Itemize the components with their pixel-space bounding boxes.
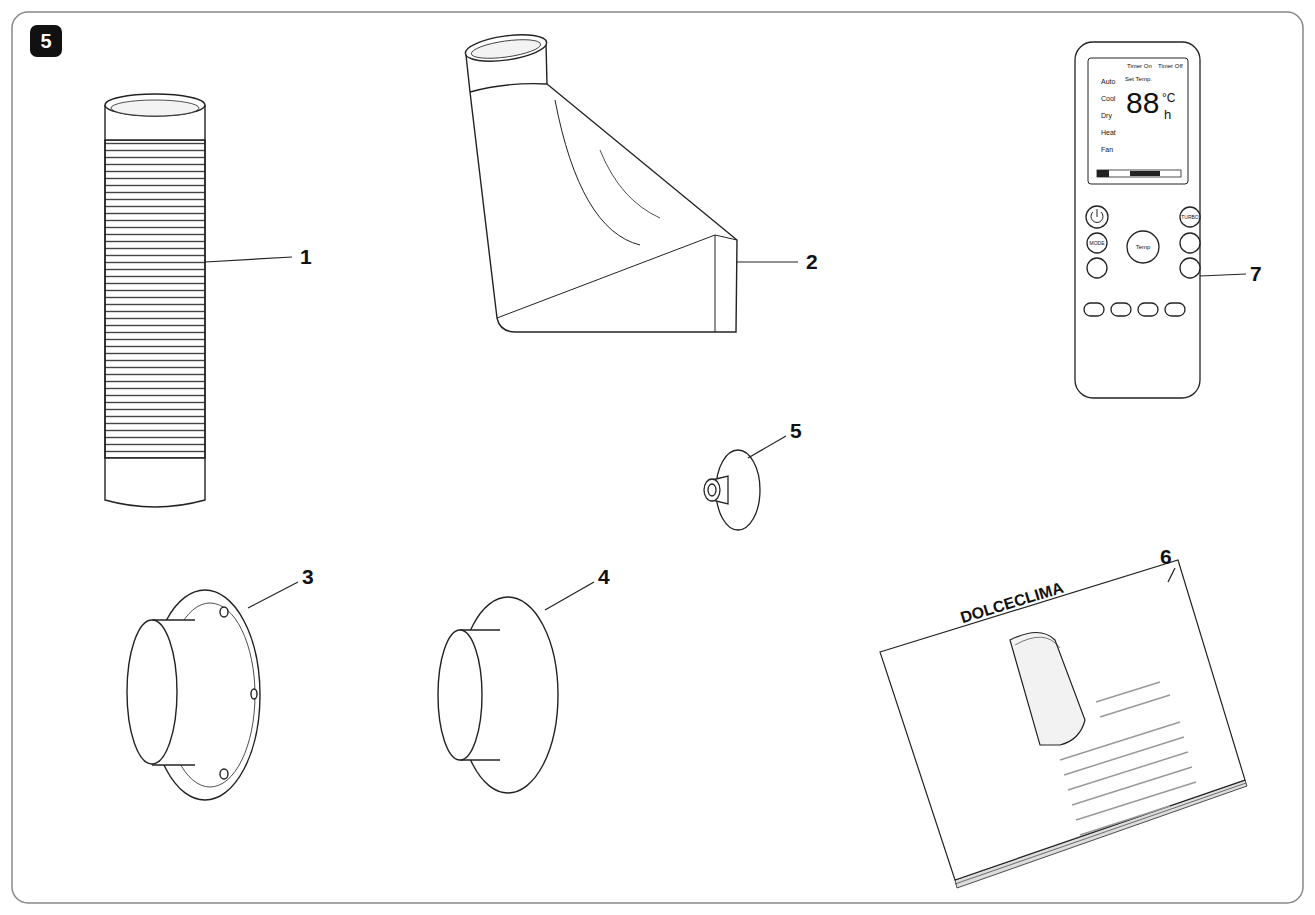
lcd-text: Heat — [1101, 129, 1116, 136]
lcd-text: h — [1164, 108, 1171, 121]
lcd-text: Fan — [1101, 146, 1113, 153]
lcd-text: Timer On — [1127, 63, 1152, 69]
lcd-text: Dry — [1101, 112, 1112, 119]
button-label: Temp — [1136, 244, 1151, 250]
callout-number: 2 — [806, 251, 818, 272]
exhaust-hose — [105, 94, 205, 507]
callout-number: 3 — [302, 566, 314, 587]
lcd-text: °C — [1162, 92, 1175, 104]
leader-line — [545, 582, 594, 610]
lcd-text: Timer Off — [1158, 63, 1183, 69]
button-label: TURBO — [1181, 215, 1199, 220]
callout-number: 5 — [790, 420, 802, 441]
callout-number: 1 — [300, 246, 312, 267]
leader-line — [1168, 568, 1175, 582]
lcd-text: Cool — [1101, 95, 1115, 102]
lcd-digits: 88 — [1126, 88, 1159, 118]
leader-line — [1200, 274, 1246, 276]
manual-title: DOLCECLIMA — [959, 580, 1066, 626]
wall-flange — [127, 590, 260, 800]
lcd-text: Auto — [1101, 78, 1115, 85]
callout-number: 7 — [1250, 263, 1262, 284]
panel-frame — [12, 12, 1303, 903]
lcd-text: Set Temp. — [1125, 76, 1152, 82]
drain-cap — [704, 450, 760, 530]
figure-number: 5 — [40, 30, 51, 53]
window-adapter — [464, 30, 737, 332]
callout-number: 6 — [1160, 546, 1172, 567]
hose-connector — [438, 597, 558, 793]
leader-line — [748, 436, 786, 458]
leader-line — [248, 582, 298, 608]
callout-number: 4 — [598, 566, 610, 587]
leader-line — [737, 261, 798, 262]
instruction-manual — [880, 560, 1247, 888]
leader-line — [205, 257, 292, 262]
figure-badge: 5 — [30, 25, 62, 57]
remote-control — [1075, 42, 1200, 398]
button-label: MODE — [1090, 241, 1105, 246]
